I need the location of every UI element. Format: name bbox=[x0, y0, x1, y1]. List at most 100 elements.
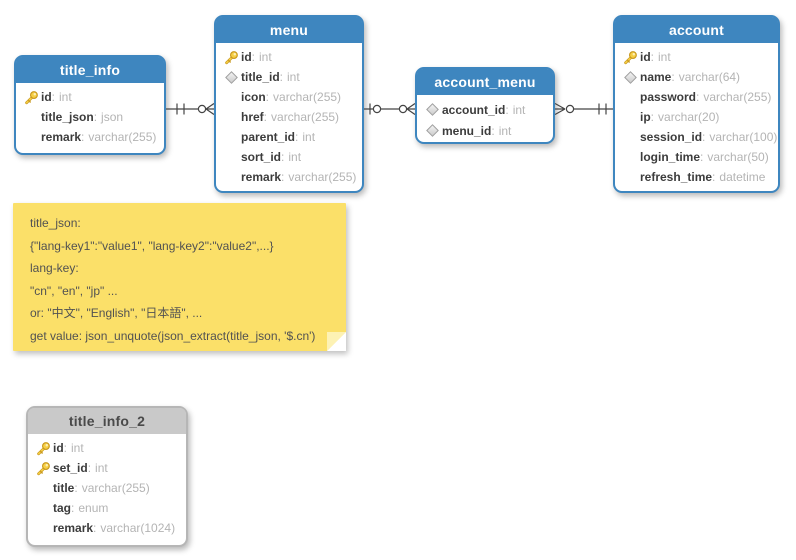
table-header[interactable]: menu bbox=[216, 17, 362, 43]
table-body: account_id int menu_id int bbox=[417, 95, 553, 147]
field-type: varchar(1024) bbox=[100, 521, 176, 535]
table-row[interactable]: title_json json bbox=[22, 107, 159, 127]
note-line: get value: json_unquote(json_extract(tit… bbox=[30, 328, 316, 343]
table-row[interactable]: refresh_time datetime bbox=[621, 167, 773, 187]
sticky-note[interactable]: title_json: {"lang-key1":"value1", "lang… bbox=[13, 203, 346, 351]
table-row[interactable]: id int bbox=[34, 438, 181, 458]
table-header[interactable]: account bbox=[615, 17, 778, 43]
table-row[interactable]: id int bbox=[621, 47, 773, 67]
field-name: ip bbox=[640, 110, 654, 124]
note-fold-page bbox=[327, 332, 346, 351]
field-type: int bbox=[59, 90, 72, 104]
table-row[interactable]: ip varchar(20) bbox=[621, 107, 773, 127]
field-name: remark bbox=[241, 170, 284, 184]
field-type: enum bbox=[78, 501, 109, 515]
table-row[interactable]: icon varchar(255) bbox=[222, 87, 357, 107]
field-name: id bbox=[241, 50, 255, 64]
table-row[interactable]: id int bbox=[222, 47, 357, 67]
field-type: int bbox=[95, 461, 108, 475]
table-row[interactable]: id int bbox=[22, 87, 159, 107]
table-row[interactable]: remark varchar(255) bbox=[222, 167, 357, 187]
table-row[interactable]: session_id varchar(100) bbox=[621, 127, 777, 147]
diamond-icon bbox=[423, 124, 442, 137]
table-row[interactable]: tag enum bbox=[34, 498, 181, 518]
field-name: id bbox=[41, 90, 55, 104]
table-row[interactable]: remark varchar(1024) bbox=[34, 518, 181, 538]
field-name: menu_id bbox=[442, 124, 495, 138]
field-name: session_id bbox=[640, 130, 705, 144]
field-name: title bbox=[53, 481, 78, 495]
table-menu[interactable]: menu id int title_id int icon varchar(25… bbox=[214, 15, 364, 193]
field-name: parent_id bbox=[241, 130, 298, 144]
key-icon bbox=[22, 90, 41, 105]
table-row[interactable]: account_id int bbox=[423, 99, 548, 120]
table-header[interactable]: title_info_2 bbox=[28, 408, 186, 434]
field-type: int bbox=[288, 150, 302, 164]
diamond-icon bbox=[222, 70, 241, 84]
table-body: id int title_id int icon varchar(255) hr… bbox=[216, 43, 362, 193]
key-icon bbox=[621, 50, 640, 65]
table-row[interactable]: title_id int bbox=[222, 67, 357, 87]
field-type: varchar(255) bbox=[271, 110, 340, 124]
table-row[interactable]: title varchar(255) bbox=[34, 478, 181, 498]
field-name: remark bbox=[41, 130, 84, 144]
field-name: sort_id bbox=[241, 150, 284, 164]
field-type: varchar(20) bbox=[658, 110, 720, 124]
table-account[interactable]: account id int name varchar(64) password… bbox=[613, 15, 780, 193]
field-type: int bbox=[512, 102, 526, 117]
relationship-account-menu-account[interactable] bbox=[555, 101, 613, 117]
table-row[interactable]: sort_id int bbox=[222, 147, 357, 167]
note-line: title_json: bbox=[30, 216, 81, 230]
field-type: varchar(255) bbox=[703, 90, 772, 104]
field-type: varchar(50) bbox=[707, 150, 769, 164]
table-body: id int title_json json remark varchar(25… bbox=[16, 83, 164, 153]
table-title-info-2[interactable]: title_info_2 id int set_id int title var… bbox=[26, 406, 188, 547]
key-icon bbox=[222, 50, 241, 65]
table-header[interactable]: title_info bbox=[16, 57, 164, 83]
field-type: varchar(64) bbox=[678, 70, 741, 84]
field-name: title_json bbox=[41, 110, 97, 124]
field-type: json bbox=[101, 110, 124, 124]
table-account-menu[interactable]: account_menu account_id int menu_id int bbox=[415, 67, 555, 144]
note-line: lang-key: bbox=[30, 261, 79, 275]
note-fold-corner bbox=[327, 332, 346, 351]
field-name: title_id bbox=[241, 70, 283, 84]
table-title-info[interactable]: title_info id int title_json json remark… bbox=[14, 55, 166, 155]
table-row[interactable]: parent_id int bbox=[222, 127, 357, 147]
table-body: id int name varchar(64) password varchar… bbox=[615, 43, 778, 193]
field-type: int bbox=[287, 70, 300, 84]
relationship-title-info-menu[interactable] bbox=[166, 101, 214, 117]
field-type: varchar(255) bbox=[288, 170, 357, 184]
field-name: remark bbox=[53, 521, 96, 535]
field-name: id bbox=[53, 441, 67, 455]
field-type: int bbox=[302, 130, 316, 144]
field-type: varchar(255) bbox=[81, 481, 150, 495]
field-name: tag bbox=[53, 501, 74, 515]
table-body: id int set_id int title varchar(255) tag… bbox=[28, 434, 186, 544]
table-row[interactable]: href varchar(255) bbox=[222, 107, 357, 127]
table-row[interactable]: set_id int bbox=[34, 458, 181, 478]
relationship-menu-account-menu[interactable] bbox=[364, 101, 415, 117]
field-type: int bbox=[71, 441, 84, 455]
field-type: int bbox=[498, 123, 512, 138]
field-type: varchar(255) bbox=[273, 90, 342, 104]
table-row[interactable]: password varchar(255) bbox=[621, 87, 773, 107]
field-name: id bbox=[640, 50, 654, 64]
table-row[interactable]: login_time varchar(50) bbox=[621, 147, 773, 167]
note-line: {"lang-key1":"value1", "lang-key2":"valu… bbox=[30, 238, 274, 253]
field-name: refresh_time bbox=[640, 170, 715, 184]
table-row[interactable]: remark varchar(255) bbox=[22, 127, 159, 147]
table-row[interactable]: name varchar(64) bbox=[621, 67, 773, 87]
note-line: or: "中文", "English", "日本語", ... bbox=[30, 306, 203, 320]
field-name: set_id bbox=[53, 461, 91, 475]
field-type: int bbox=[259, 50, 272, 64]
key-icon bbox=[34, 461, 53, 476]
diamond-icon bbox=[621, 70, 640, 84]
table-header[interactable]: account_menu bbox=[417, 69, 553, 95]
field-type: datetime bbox=[719, 170, 766, 184]
field-name: icon bbox=[241, 90, 269, 104]
table-row[interactable]: menu_id int bbox=[423, 120, 548, 141]
field-name: login_time bbox=[640, 150, 703, 164]
field-name: name bbox=[640, 70, 675, 84]
field-name: account_id bbox=[442, 103, 509, 117]
